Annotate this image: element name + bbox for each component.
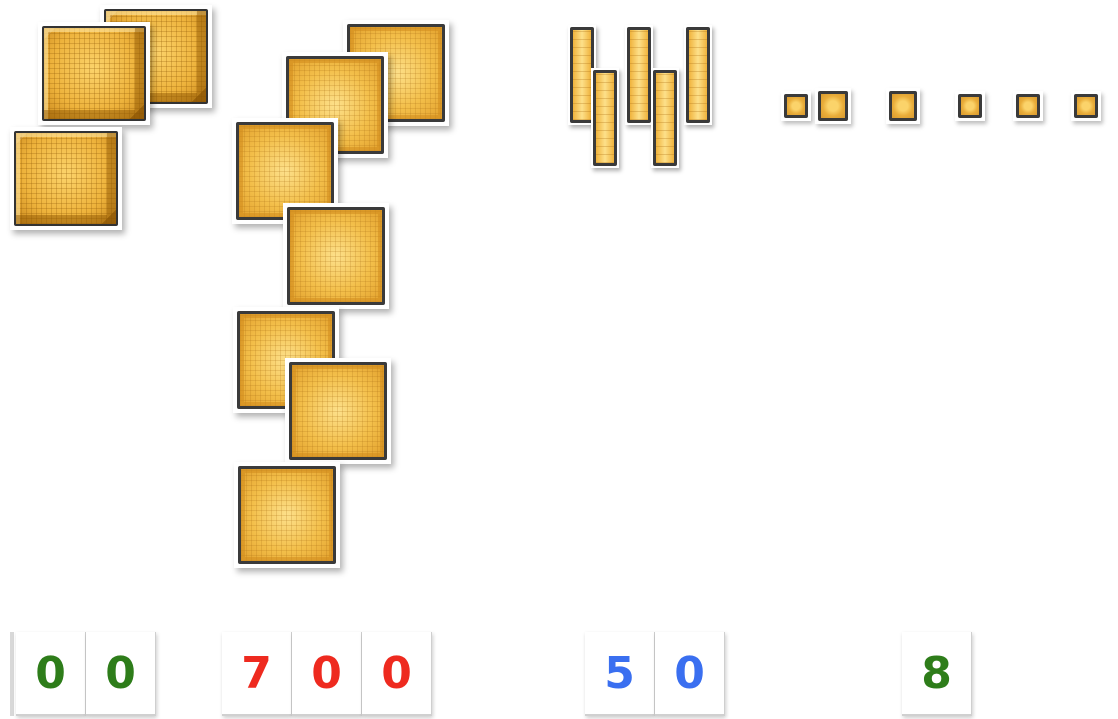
digit-card[interactable]: 0 <box>292 632 362 716</box>
ten-rod-icon[interactable] <box>625 25 653 125</box>
ten-rod-icon[interactable] <box>591 68 619 168</box>
unit-cube-icon[interactable] <box>886 88 920 124</box>
unit-cube-icon[interactable] <box>815 88 851 124</box>
digit-card[interactable]: 0 <box>16 632 86 716</box>
digit-card[interactable]: 5 <box>585 632 655 716</box>
hundred-flat-icon[interactable] <box>285 358 391 464</box>
digit-card[interactable]: 8 <box>902 632 972 716</box>
digit-card[interactable]: 0 <box>86 632 156 716</box>
thousand-cube-icon[interactable] <box>10 127 122 230</box>
unit-cube-icon[interactable] <box>1013 91 1043 121</box>
ten-rod-icon[interactable] <box>684 25 712 125</box>
digit-card[interactable]: 0 <box>362 632 432 716</box>
unit-cube-icon[interactable] <box>955 91 985 121</box>
ten-rod-icon[interactable] <box>651 68 679 168</box>
digit-card[interactable]: 0 <box>655 632 725 716</box>
unit-cube-icon[interactable] <box>781 91 811 121</box>
hundred-flat-icon[interactable] <box>283 203 389 309</box>
hundred-flat-icon[interactable] <box>234 462 340 568</box>
digit-card[interactable]: 7 <box>222 632 292 716</box>
unit-cube-icon[interactable] <box>1071 91 1101 121</box>
card-edge <box>10 632 14 716</box>
thousand-cube-icon[interactable] <box>38 22 150 125</box>
